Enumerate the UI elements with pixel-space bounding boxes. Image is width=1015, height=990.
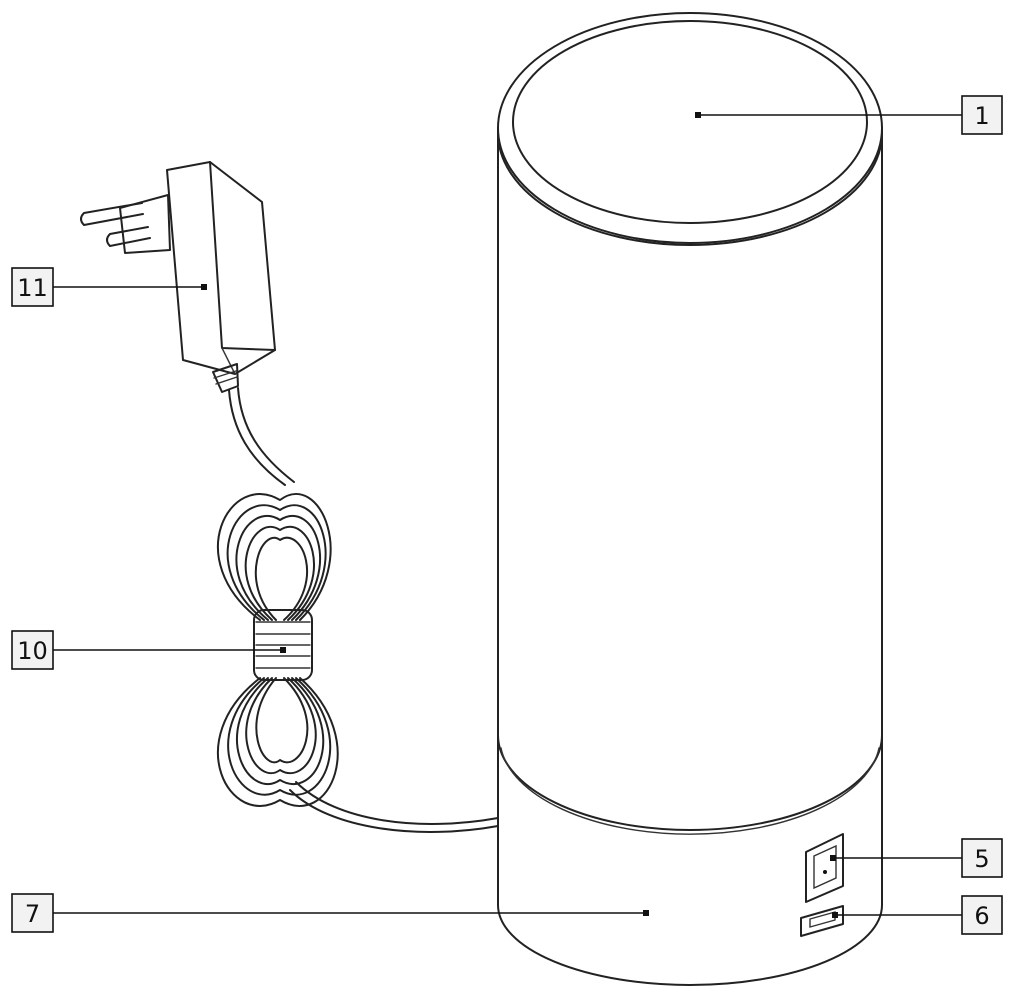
lamp-base-top-edge (500, 747, 880, 835)
callout-label-5: 5 (974, 845, 989, 873)
power-cable (228, 387, 499, 833)
adapter-body-edge (209, 161, 276, 351)
switch-housing (805, 833, 844, 903)
lamp-top-outer-rim (497, 12, 883, 244)
port-housing (800, 905, 844, 937)
coil-lower-loop-3 (236, 677, 325, 786)
coil-lower-loop-5 (255, 677, 309, 764)
leader-lines (53, 112, 962, 918)
callout-box-5 (961, 838, 1003, 878)
power-adapter (80, 161, 276, 393)
callout-11: 11 (11, 267, 54, 307)
port-opening (809, 911, 836, 928)
coil-upper-loop-4 (244, 525, 315, 621)
callout-5: 5 (961, 838, 1003, 878)
coil-upper-loop-1 (217, 493, 332, 621)
plug-pin-upper (80, 202, 144, 226)
callout-box-1 (961, 95, 1003, 135)
cable-lower-run (289, 789, 499, 833)
callout-box-10 (11, 630, 54, 670)
callout-10: 10 (11, 630, 54, 670)
lamp-diffuser-bottom-edge (497, 734, 883, 831)
coil-lower-loop-2 (227, 677, 332, 796)
callout-label-1: 1 (974, 102, 989, 130)
cable-lower-run-2 (295, 781, 499, 825)
callout-label-11: 11 (17, 274, 48, 302)
plug-base (119, 194, 171, 254)
leader-dot-6 (832, 912, 838, 918)
power-port (800, 905, 844, 937)
lamp-body (497, 12, 883, 986)
cable-upper-run-2 (237, 387, 295, 483)
coil-binding (253, 609, 313, 681)
adapter-strain-relief (212, 363, 239, 393)
callout-label-10: 10 (17, 637, 48, 665)
cable-upper-run (228, 389, 286, 486)
coil-lower-loop-1 (217, 677, 339, 807)
callout-label-7: 7 (25, 900, 40, 928)
callout-box-11 (11, 267, 54, 307)
strain-relief-ring-2 (215, 376, 238, 385)
coil-lower-loop-4 (245, 677, 317, 775)
callout-box-6 (961, 895, 1003, 935)
base-bottom-edge (497, 904, 883, 986)
adapter-body-corner (221, 347, 236, 375)
coil-upper-loop-5 (254, 536, 309, 621)
lamp-top-band-edge (497, 132, 883, 246)
switch-indicator-dot (823, 870, 827, 874)
leader-dot-5 (830, 855, 836, 861)
leader-dot-11 (201, 284, 207, 290)
power-switch (805, 833, 844, 903)
lamp-top-inner-disc (512, 20, 868, 224)
callout-label-6: 6 (974, 902, 989, 930)
coil-upper-loop-3 (235, 514, 321, 621)
plug-pin-lower (106, 226, 151, 247)
callout-6: 6 (961, 895, 1003, 935)
leader-dot-10 (280, 647, 286, 653)
strain-relief-ring-1 (213, 370, 237, 379)
leader-dot-7 (643, 910, 649, 916)
coiled-cable (217, 493, 339, 807)
leader-dot-1 (695, 112, 701, 118)
coil-upper-loop-2 (226, 504, 327, 621)
callout-1: 1 (961, 95, 1003, 135)
callout-box-7 (11, 893, 54, 933)
switch-rocker (813, 844, 837, 890)
callout-7: 7 (11, 893, 54, 933)
